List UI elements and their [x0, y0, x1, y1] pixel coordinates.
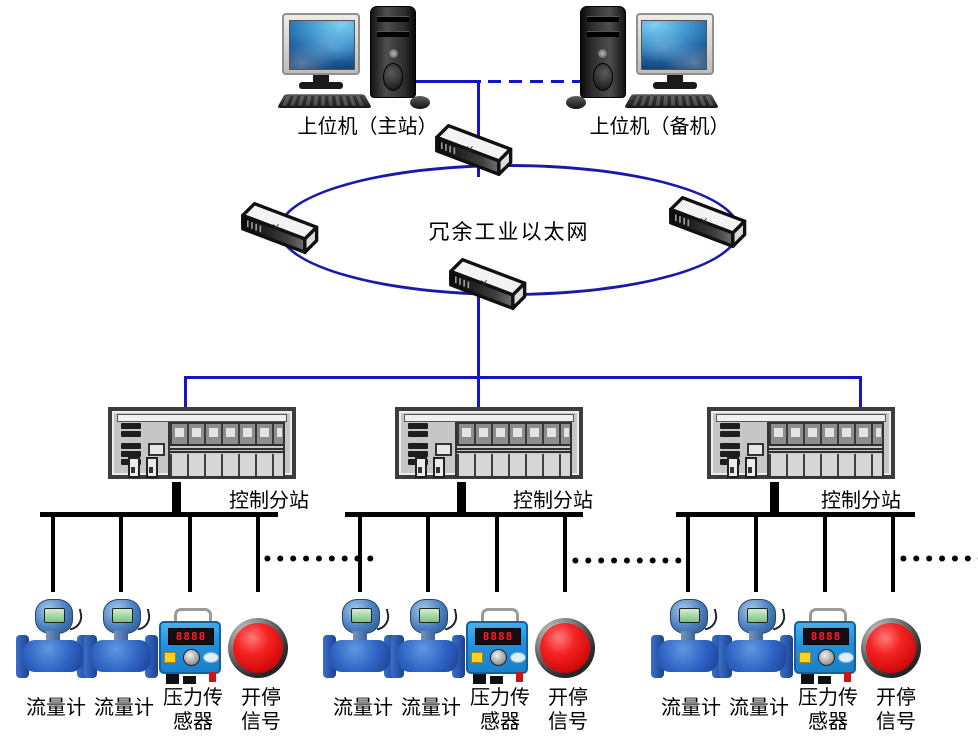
station-label: 控制分站 [229, 490, 309, 512]
plc-substation-icon [707, 407, 895, 479]
pressure-sensor-icon: 8888 [794, 608, 858, 684]
start-stop-button-icon [228, 618, 288, 678]
mouse-icon [566, 96, 586, 109]
ethernet-switch-left-icon: × [236, 200, 320, 256]
device-label: 流量计 [661, 697, 721, 719]
monitor-stand [313, 74, 329, 83]
monitor-base [653, 82, 697, 89]
device-label: 开停 信号 [241, 687, 281, 733]
more-devices-ellipsis: ••••••••• [898, 550, 978, 570]
pc-tower-icon [370, 6, 416, 98]
link-distribution-horizontal [184, 376, 862, 379]
link-to-left-plc [184, 376, 187, 408]
flow-meter-icon [389, 598, 467, 684]
device-drop-line [754, 517, 758, 592]
device-drop-line [256, 517, 260, 592]
link-ring-to-middle-plc [477, 266, 480, 407]
flow-meter-icon [321, 598, 399, 684]
station-label: 控制分站 [513, 490, 593, 512]
led-display: 8888 [803, 628, 849, 645]
ethernet-switch-bottom-icon: × [444, 256, 528, 312]
plc-bus-stub [457, 482, 466, 515]
flow-meter-icon [717, 598, 795, 684]
plc-bus-stub [770, 482, 779, 515]
device-label: 开停 信号 [876, 687, 916, 733]
svg-text:×: × [699, 215, 708, 228]
device-drop-line [686, 517, 690, 592]
device-label: 开停 信号 [548, 687, 588, 733]
link-backup-to-ring-dashed [488, 80, 583, 83]
device-label: 流量计 [401, 697, 461, 719]
device-label: 流量计 [729, 697, 789, 719]
keyboard-icon [624, 94, 719, 108]
device-label: 压力传 感器 [470, 687, 530, 733]
link-to-right-plc [859, 376, 862, 408]
ethernet-switch-top-icon: × [430, 122, 514, 178]
device-label: 流量计 [26, 697, 86, 719]
plc-bus-stub [172, 482, 181, 515]
fieldbus-line [40, 512, 278, 517]
device-label: 压力传 感器 [798, 687, 858, 733]
monitor-base [299, 82, 343, 89]
plc-substation-icon [395, 407, 583, 479]
pressure-sensor-icon: 8888 [466, 608, 530, 684]
svg-text:×: × [479, 277, 488, 290]
host-computer-backup-icon [566, 6, 719, 110]
device-drop-line [51, 517, 55, 592]
host-computer-master-icon [277, 6, 430, 110]
device-drop-line [188, 517, 192, 592]
link-master-to-ring [404, 80, 481, 83]
host-backup-label: 上位机（备机） [589, 116, 730, 138]
ring-label: 冗余工业以太网 [428, 220, 590, 244]
more-devices-ellipsis: ••••••••• [570, 552, 686, 572]
mouse-icon [410, 96, 430, 109]
device-drop-line [119, 517, 123, 592]
ethernet-switch-right-icon: × [664, 194, 748, 250]
plc-substation-icon [108, 407, 296, 479]
device-drop-line [358, 517, 362, 592]
monitor-icon [282, 13, 360, 75]
svg-text:×: × [465, 143, 474, 156]
pressure-sensor-icon: 8888 [159, 608, 223, 684]
station-label: 控制分站 [821, 490, 901, 512]
monitor-icon [636, 13, 714, 75]
start-stop-button-icon [861, 618, 921, 678]
device-drop-line [563, 517, 567, 592]
pc-tower-icon [580, 6, 626, 98]
led-display: 8888 [168, 628, 214, 645]
fieldbus-line [345, 512, 583, 517]
svg-text:×: × [271, 221, 280, 234]
more-devices-ellipsis: ••••••••• [262, 550, 378, 570]
flow-meter-icon [82, 598, 160, 684]
device-label: 流量计 [333, 697, 393, 719]
led-display: 8888 [475, 628, 521, 645]
device-drop-line [495, 517, 499, 592]
fieldbus-line [676, 512, 915, 517]
device-label: 流量计 [94, 697, 154, 719]
host-master-label: 上位机（主站） [297, 116, 438, 138]
link-down-to-top-switch [477, 82, 480, 177]
flow-meter-icon [649, 598, 727, 684]
keyboard-icon [277, 94, 372, 108]
device-drop-line [823, 517, 827, 592]
device-drop-line [426, 517, 430, 592]
start-stop-button-icon [535, 618, 595, 678]
device-label: 压力传 感器 [163, 687, 223, 733]
device-drop-line [891, 517, 895, 592]
flow-meter-icon [14, 598, 92, 684]
